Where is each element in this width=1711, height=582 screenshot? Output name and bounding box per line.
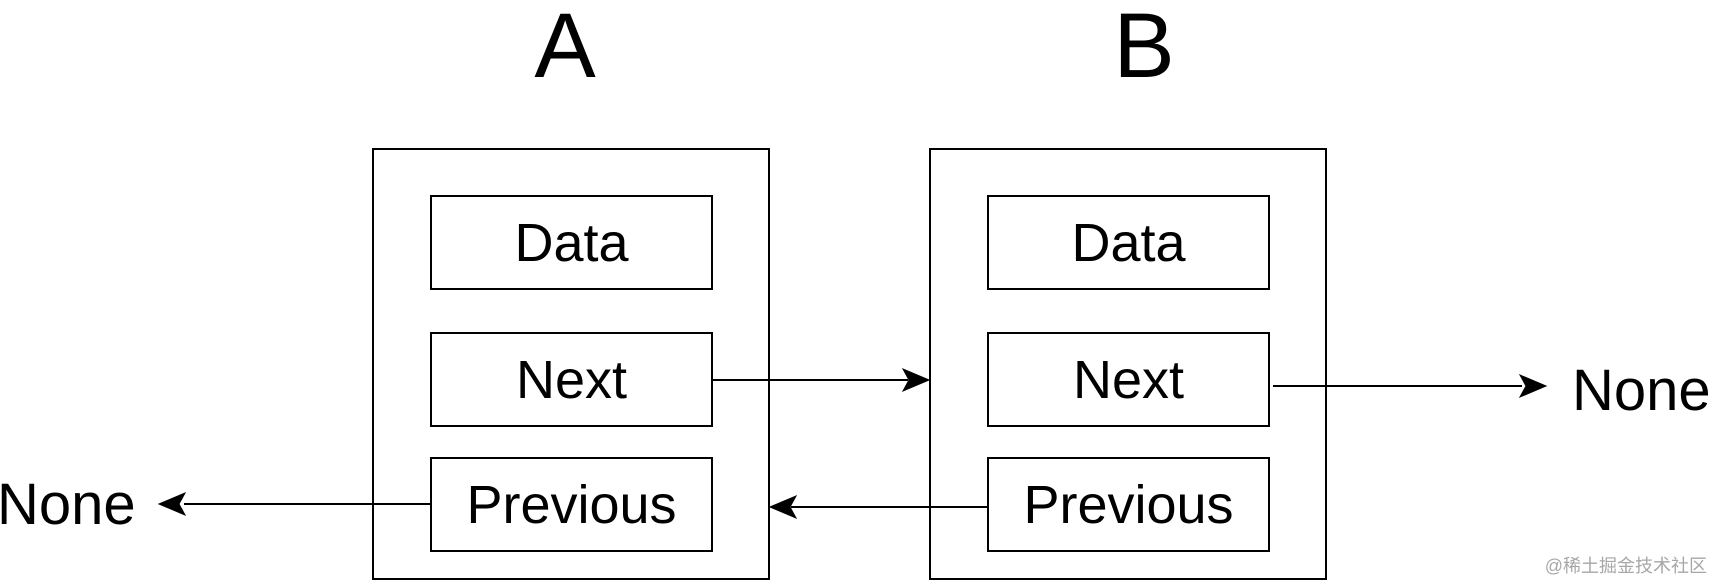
a-previous-arrowhead-icon [157, 491, 187, 517]
node-b-box [929, 148, 1327, 580]
node-a-next-field: Next [430, 332, 713, 427]
node-b-previous-field: Previous [987, 457, 1270, 552]
node-a-previous-field: Previous [430, 457, 713, 552]
watermark: @稀土掘金技术社区 [1544, 556, 1707, 576]
left-none-label: None [0, 472, 136, 537]
b-next-arrowhead-icon [1518, 373, 1548, 399]
node-a-data-field: Data [430, 195, 713, 290]
node-b-data-field: Data [987, 195, 1270, 290]
node-b-title: B [1113, 0, 1175, 97]
b-previous-arrowhead-icon [768, 494, 798, 520]
node-a-title: A [534, 0, 596, 97]
right-none-label: None [1572, 358, 1711, 423]
node-b-next-field: Next [987, 332, 1270, 427]
a-next-arrowhead-icon [901, 367, 931, 393]
node-a-box [372, 148, 770, 580]
